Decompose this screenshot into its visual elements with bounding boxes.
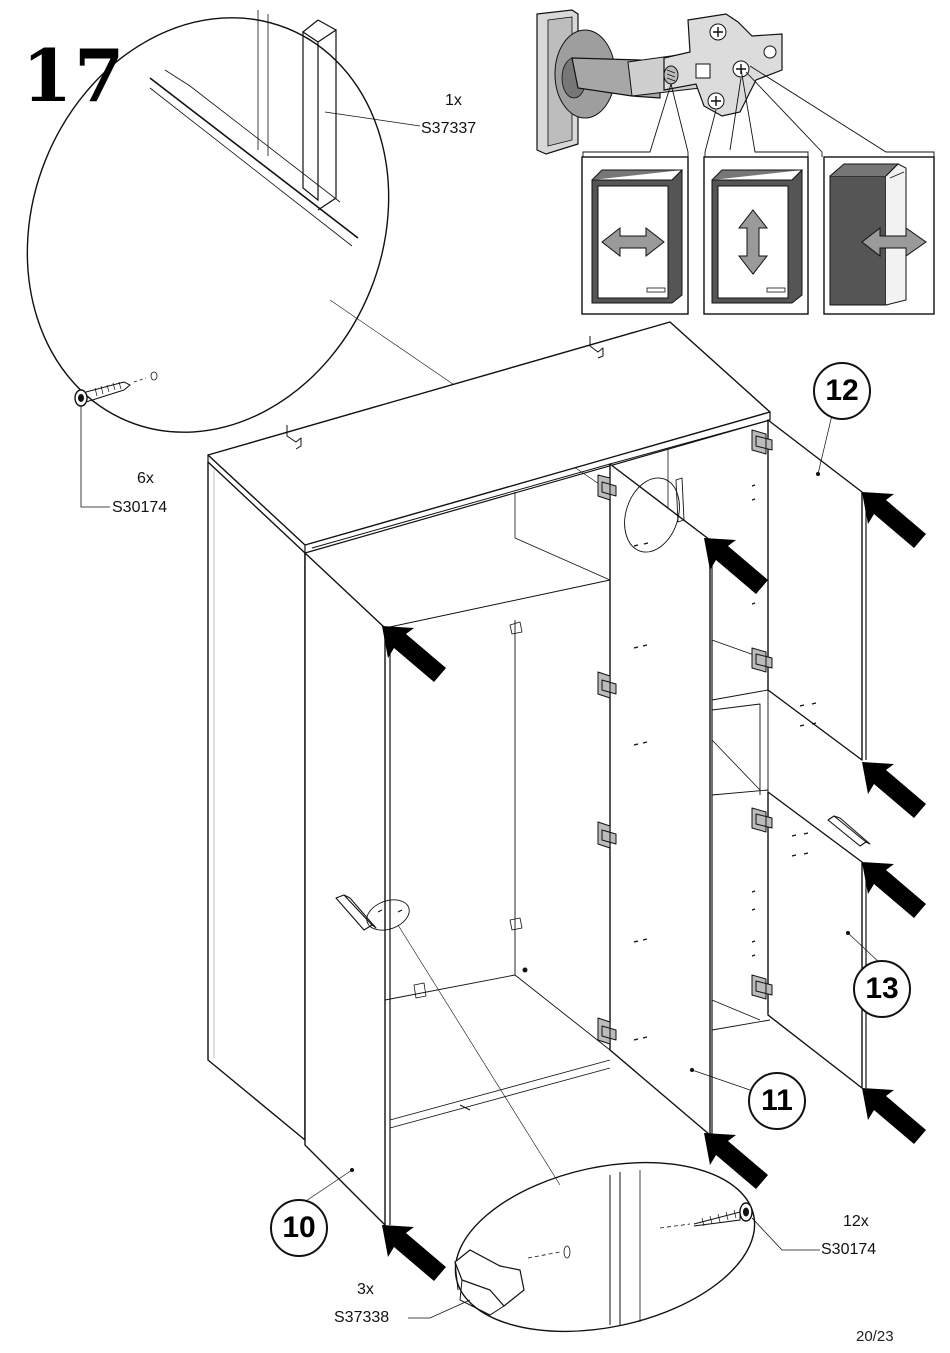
callout-door-13: 13 — [853, 960, 911, 1018]
vertical-arrow-icon — [737, 209, 769, 275]
handle-profile-code: S37337 — [421, 120, 477, 137]
hinge-icon — [751, 429, 773, 673]
screw-icon — [74, 371, 158, 407]
screw-bottom-code: S30174 — [821, 1241, 877, 1258]
detail-magnifier-top — [26, 10, 421, 508]
step-number: 17 — [22, 33, 127, 118]
callout-door-12: 12 — [813, 362, 871, 420]
screw-icon — [693, 1202, 753, 1227]
handle-icon — [827, 815, 871, 847]
adjust-depth — [823, 156, 935, 315]
depth-arrow-icon — [861, 226, 927, 258]
handle-profile-qty: 1x — [445, 92, 462, 109]
handle-small-code: S37338 — [334, 1309, 390, 1326]
callout-door-10: 10 — [270, 1199, 328, 1257]
adjust-horizontal — [581, 156, 689, 315]
callout-door-11: 11 — [748, 1072, 806, 1130]
arrow-icon — [382, 1225, 446, 1281]
arrow-icon — [862, 1088, 926, 1144]
arrow-icon — [382, 626, 446, 682]
hinge-detail — [536, 9, 935, 157]
arrow-icon — [862, 762, 926, 818]
arrow-icon — [704, 1133, 768, 1189]
handle-small-qty: 3x — [357, 1281, 374, 1298]
hinge-icon — [751, 807, 773, 1000]
detail-magnifier-bottom — [408, 1161, 820, 1333]
wardrobe — [207, 321, 883, 1226]
screw-bottom-qty: 12x — [843, 1213, 869, 1230]
horizontal-arrow-icon — [601, 226, 665, 258]
arrow-icon — [862, 492, 926, 548]
screw-top-qty: 6x — [137, 470, 154, 487]
adjust-vertical — [703, 156, 809, 315]
screw-top-code: S30174 — [112, 499, 168, 516]
page-number: 20/23 — [856, 1328, 894, 1345]
hinge-screw-icon — [663, 23, 750, 110]
hinge-icon — [597, 474, 617, 1045]
direction-arrows — [382, 492, 926, 1281]
handle-icon — [335, 894, 377, 931]
arrow-icon — [704, 538, 768, 594]
arrow-icon — [862, 862, 926, 918]
